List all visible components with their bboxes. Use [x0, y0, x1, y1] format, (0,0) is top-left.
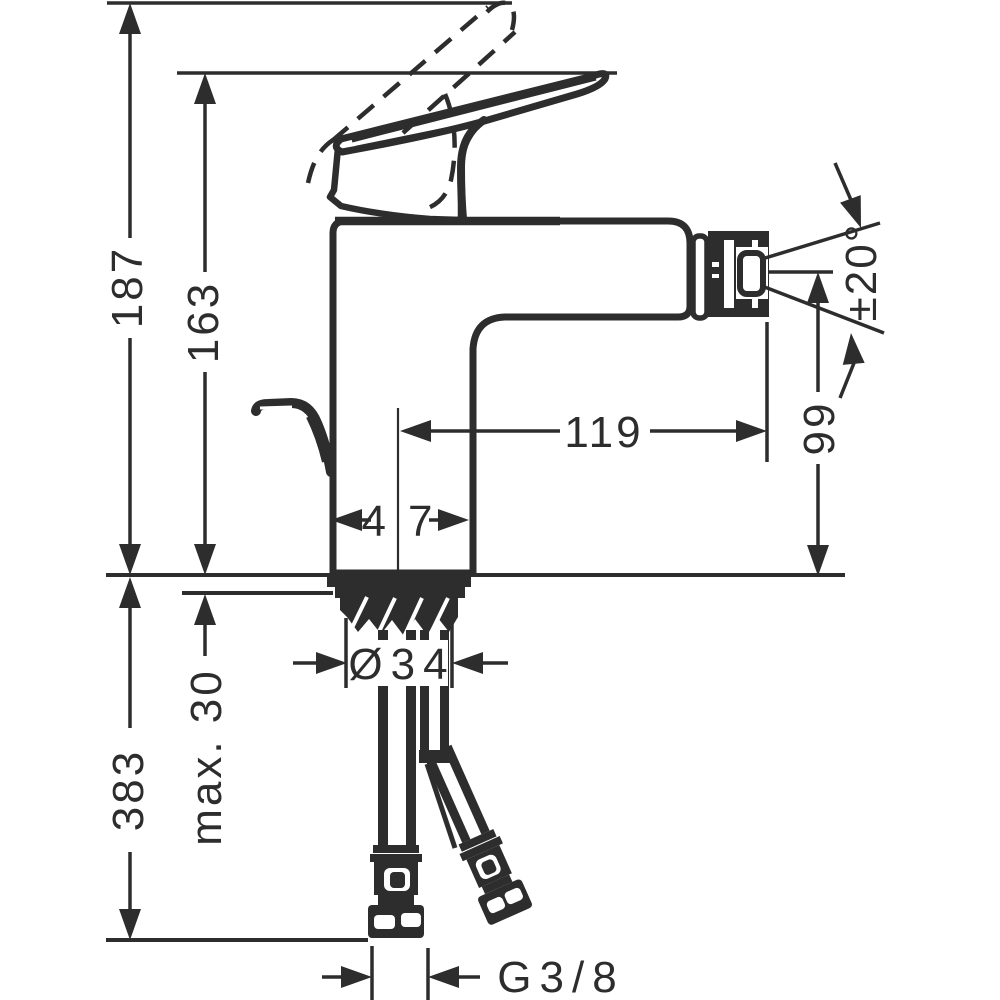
dim-base-width: 47: [331, 497, 469, 546]
dim-below-deck-length: 383: [104, 577, 153, 940]
dim-connection-thread: G3/8: [322, 946, 624, 1000]
dim-d34-label: Ø34: [348, 640, 455, 689]
supply-hoses: [368, 630, 532, 938]
dim-383-label: 383: [104, 749, 153, 831]
dimension-annotations: 187 163 383 max. 30 119: [103, 1, 886, 1000]
handle-neck: [456, 116, 488, 223]
pop-up-rod: [251, 397, 336, 477]
dim-187-label: 187: [103, 246, 152, 328]
dim-163-label: 163: [179, 281, 228, 363]
spout-aerator: [690, 231, 769, 321]
escutcheon-and-shank: [327, 576, 471, 638]
dim-body-height: 163: [179, 73, 228, 575]
dim-max-deck-thickness: max. 30: [182, 594, 231, 846]
dim-99-label: 99: [795, 401, 844, 456]
right-hose-connector: [424, 744, 532, 925]
dim-shank-diameter: Ø34: [293, 618, 508, 689]
dim-outlet-height: 99: [795, 272, 844, 576]
dim-spout-reach: 119: [400, 408, 767, 457]
faucet-figure: [251, 0, 769, 938]
dim-max30-label: max. 30: [182, 668, 231, 846]
dim-total-height: 187: [103, 3, 152, 575]
dim-swivel-angle: ±20°: [761, 162, 886, 399]
dim-swivel-label: ±20°: [837, 223, 886, 322]
dim-119-label: 119: [564, 408, 643, 457]
dim-g38-label: G3/8: [497, 953, 624, 1000]
dim-47-label: 47: [362, 497, 455, 546]
left-hose-connector: [368, 845, 424, 938]
